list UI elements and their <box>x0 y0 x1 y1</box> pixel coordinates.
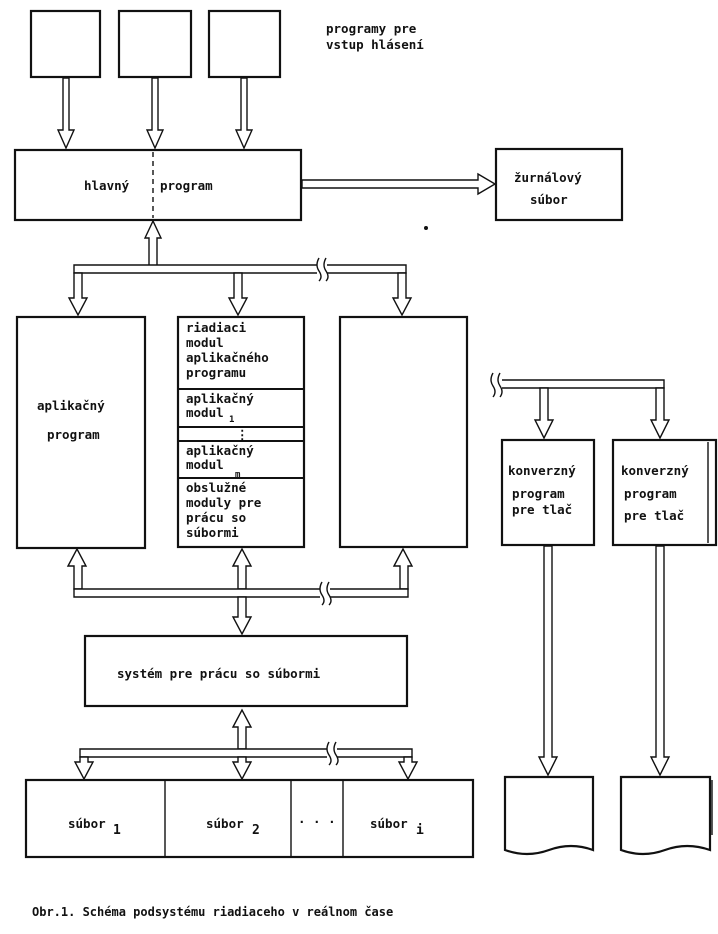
app-module-1-sub: 1 <box>229 415 234 425</box>
input-note-line2: vstup hlásení <box>326 37 424 52</box>
main-program-label-1: hlavný <box>84 178 130 193</box>
file-bus-up-arrow <box>231 708 253 750</box>
app-module-m-line2: modul <box>186 457 224 472</box>
upper-bus-arrow-mid <box>227 272 249 317</box>
upper-bus <box>67 219 413 317</box>
files-row: súbor 1 súbor 2 · · · súbor i <box>24 778 475 859</box>
service-modules-line1: obslužné <box>186 480 247 495</box>
journal-file-label-1: žurnálový <box>514 170 582 185</box>
file-1-label: súbor <box>68 816 106 831</box>
file-bus-arrow-mid <box>231 756 253 781</box>
converter-1-line2: program <box>512 486 565 501</box>
file-bus <box>73 708 419 781</box>
app-module-m-line1: aplikačný <box>186 443 254 458</box>
app-module-m-sub: m <box>235 470 241 480</box>
file-1-sub: 1 <box>113 823 121 838</box>
control-module-line4: programu <box>186 365 246 380</box>
upper-bus-up-arrow <box>143 219 163 267</box>
service-modules-line4: súbormi <box>186 525 239 540</box>
lower-bus-arrow-left <box>66 547 88 590</box>
converter-2-line2: program <box>624 486 677 501</box>
printout-document-2 <box>619 775 712 856</box>
main-program-label-2: program <box>160 178 213 193</box>
other-module-box <box>338 315 469 549</box>
control-module-line2: modul <box>186 335 224 350</box>
files-box <box>24 778 475 859</box>
journal-file-label-2: súbor <box>530 192 568 207</box>
converter-1-line3: pre tlač <box>512 502 572 517</box>
input-box-2 <box>117 9 193 79</box>
converter-arrow-1 <box>533 387 555 440</box>
input-arrow-1 <box>56 77 76 150</box>
file-2-label: súbor <box>206 816 244 831</box>
lower-bus-arrow-down <box>231 596 253 636</box>
main-program-box <box>13 148 303 222</box>
app-program-label-1: aplikačný <box>37 398 105 413</box>
app-module-1-line2: modul <box>186 405 224 420</box>
converter-2-line3: pre tlač <box>624 508 684 523</box>
file-bus-arrow-left <box>73 756 95 781</box>
file-system-label: systém pre prácu so súbormi <box>117 666 321 681</box>
lower-bus-arrow-mid <box>231 547 253 590</box>
upper-bus-arrow-right <box>391 272 413 317</box>
input-arrow-2 <box>145 77 165 150</box>
control-module-line3: aplikačného <box>186 350 269 365</box>
middle-stack-box <box>176 315 306 549</box>
app-program-label-2: program <box>47 427 100 442</box>
file-bus-arrow-right <box>397 756 419 781</box>
file-i-label: súbor <box>370 816 408 831</box>
app-program-box <box>15 315 147 550</box>
print-arrow-2 <box>649 545 671 777</box>
print-arrow-1 <box>537 545 559 777</box>
lower-bus <box>66 547 414 636</box>
file-i-sub: i <box>416 823 424 838</box>
converter-arrow-2 <box>649 387 671 440</box>
service-modules-line2: moduly pre <box>186 495 262 510</box>
converter-box-1 <box>500 438 596 547</box>
file-system-box <box>83 634 409 708</box>
converter-2-line1: konverzný <box>621 463 689 478</box>
files-ellipsis: · · · <box>298 814 336 829</box>
service-modules-line3: prácu so <box>186 510 246 525</box>
lower-bus-arrow-right <box>392 547 414 590</box>
figure-caption: Obr.1. Schéma podsystému riadiaceho v re… <box>32 905 393 919</box>
printout-document-1 <box>503 775 595 856</box>
converter-box-2 <box>611 438 718 547</box>
converter-bus <box>488 372 671 440</box>
input-note-line1: programy pre <box>326 21 417 36</box>
input-arrow-3 <box>234 77 254 150</box>
stray-dot <box>424 226 428 230</box>
middle-stack: riadiaci modul aplikačného programu apli… <box>176 315 306 549</box>
app-module-1-line1: aplikačný <box>186 391 254 406</box>
journal-file-box <box>494 147 624 222</box>
input-box-3 <box>207 9 282 79</box>
file-2-sub: 2 <box>252 823 260 838</box>
control-module-line1: riadiaci <box>186 320 247 335</box>
modules-dots: ⋮ <box>236 427 249 442</box>
converter-1-line1: konverzný <box>508 463 576 478</box>
input-box-1 <box>29 9 102 79</box>
journal-arrow <box>301 172 497 196</box>
input-arrows <box>56 77 254 150</box>
upper-bus-arrow-left <box>67 272 89 317</box>
